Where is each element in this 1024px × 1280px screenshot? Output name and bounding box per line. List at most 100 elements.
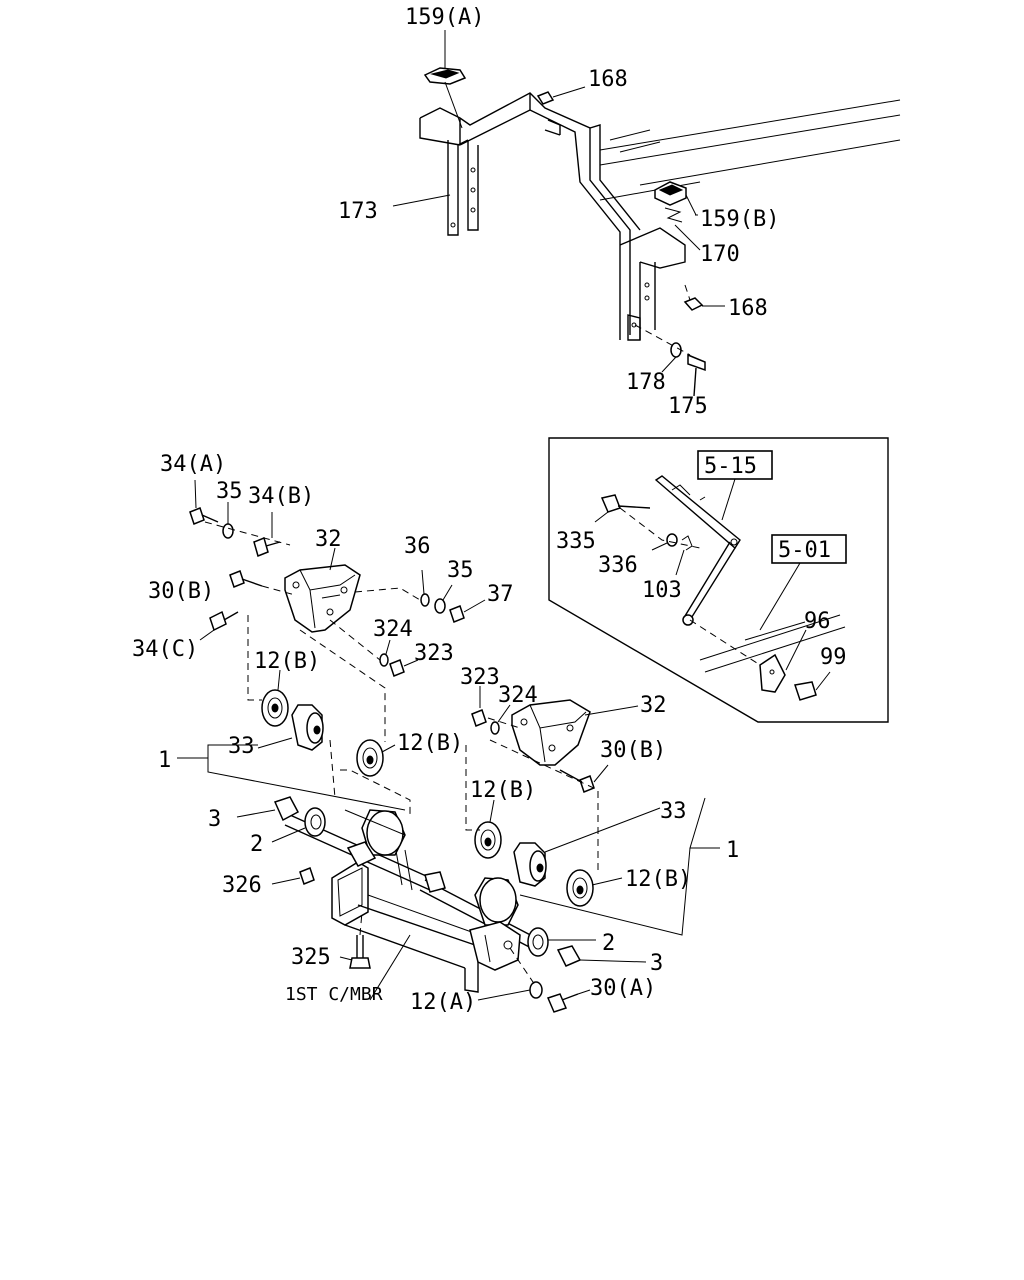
leader-1-left-b [207,758,406,811]
nut-3-left [236,796,300,822]
leader-5-01 [759,562,801,631]
assembly-dash-33-left [329,739,336,799]
cab-outline [599,99,901,201]
leader-173 [392,194,451,207]
bolt-30b-left [229,570,263,588]
inset-panel: 5-15 5-01 [548,437,889,723]
callout-37: 37 [487,582,514,607]
nut-168-top [536,86,586,105]
callout-323-left: 323 [414,641,454,666]
assembly-dash-tube-left [340,769,411,815]
rubber-cushion-33-left [257,704,324,751]
callout-3-left: 3 [208,807,221,832]
rubber-disc-12b-2 [356,739,396,777]
callout-173: 173 [338,199,378,224]
assembly-dash-323-right [487,717,521,729]
callout-99: 99 [820,645,847,670]
washer-324-right [490,704,511,735]
callout-103: 103 [642,578,682,603]
callout-35-left: 35 [216,479,243,504]
callout-30b-left: 30(B) [148,579,214,604]
assembly-dash-335 [619,507,701,549]
callout-33-right: 33 [660,799,687,824]
crossmember-bracket-left [331,841,377,926]
callout-32-right: 32 [640,693,667,718]
assembly-dash-12b-3 [465,745,480,831]
assembly-dash-175 [634,324,691,356]
collar-2-right [527,927,596,957]
washer-178 [661,342,682,373]
callout-170: 170 [700,242,740,267]
callout-1-right: 1 [726,838,739,863]
assembly-dash-12b-right [299,629,386,742]
nut-323-right [471,686,487,727]
bushing-right [474,877,519,926]
spring-170 [664,207,701,251]
assembly-dash-12a [509,947,536,986]
bracket-leg-173 [447,139,479,236]
callout-324-right: 324 [498,683,538,708]
washer-324-left [379,639,391,667]
assembly-dash-30b [261,585,296,596]
bolt-34a [189,479,219,525]
assembly-dash-34 [204,521,291,546]
mount-bracket-32-right [511,699,639,766]
ring-36 [420,569,430,607]
rubber-disc-12b-4 [566,869,623,907]
collar-2-left [271,807,326,843]
leader-1-right-b [519,847,691,936]
callout-336: 336 [598,553,638,578]
ref-5-15: 5-15 [704,454,757,479]
callout-159a: 159(A) [405,5,484,30]
callout-12b-2: 12(B) [397,731,463,756]
mount-bracket-32-left [284,547,361,633]
bolt-34c [199,610,239,641]
callout-335: 335 [556,529,596,554]
callout-12a: 12(A) [410,990,476,1015]
washer-35-right [434,584,453,614]
ref-5-01: 5-01 [778,538,831,563]
callout-325: 325 [291,945,331,970]
callout-168-top: 168 [588,67,628,92]
bolt-34b [253,512,281,558]
callout-1st-crossmember: 1ST C/MBR [285,984,383,1005]
callout-34c: 34(C) [132,637,198,662]
left-mount-assembly [189,479,486,815]
callout-2-right: 2 [602,931,615,956]
callout-32-left: 32 [315,527,342,552]
callout-168-mid: 168 [728,296,768,321]
callout-12b-3: 12(B) [470,778,536,803]
bushing-left [344,809,406,856]
nut-168-mid [683,284,725,311]
nut-326 [271,867,315,885]
leader-1-right [689,797,720,849]
ref-box-5-01 [771,534,847,564]
washer-12a [477,981,543,1001]
assembly-dash-323 [329,619,381,661]
bolt-325 [339,911,371,969]
assembly-dash-96 [689,619,761,666]
callout-323-right: 323 [460,665,500,690]
bolt-175 [687,353,706,397]
frame-bracket-assembly [392,30,901,397]
assembly-dash-36 [354,587,421,601]
callout-33-left: 33 [228,734,255,759]
callout-30a: 30(A) [590,976,656,1001]
callout-34a: 34(A) [160,452,226,477]
callout-12b-4: 12(B) [625,867,691,892]
callout-96: 96 [804,609,831,634]
rubber-cushion-33-right [513,807,661,887]
upper-callouts: 159(A) 168 173 159(B) 170 168 178 175 [338,5,779,419]
rubber-disc-12b-3 [474,799,502,859]
callout-2-left: 2 [250,832,263,857]
washer-35-left [222,502,234,539]
callout-175: 175 [668,394,708,419]
bolt-99 [794,671,831,701]
nut-3-right [556,945,647,967]
nut-323-left [389,659,419,677]
assembly-dash-12b-left [247,615,262,701]
callout-12b-1: 12(B) [254,649,320,674]
bolt-30a [546,989,591,1013]
rubber-mount-159b [654,181,697,216]
